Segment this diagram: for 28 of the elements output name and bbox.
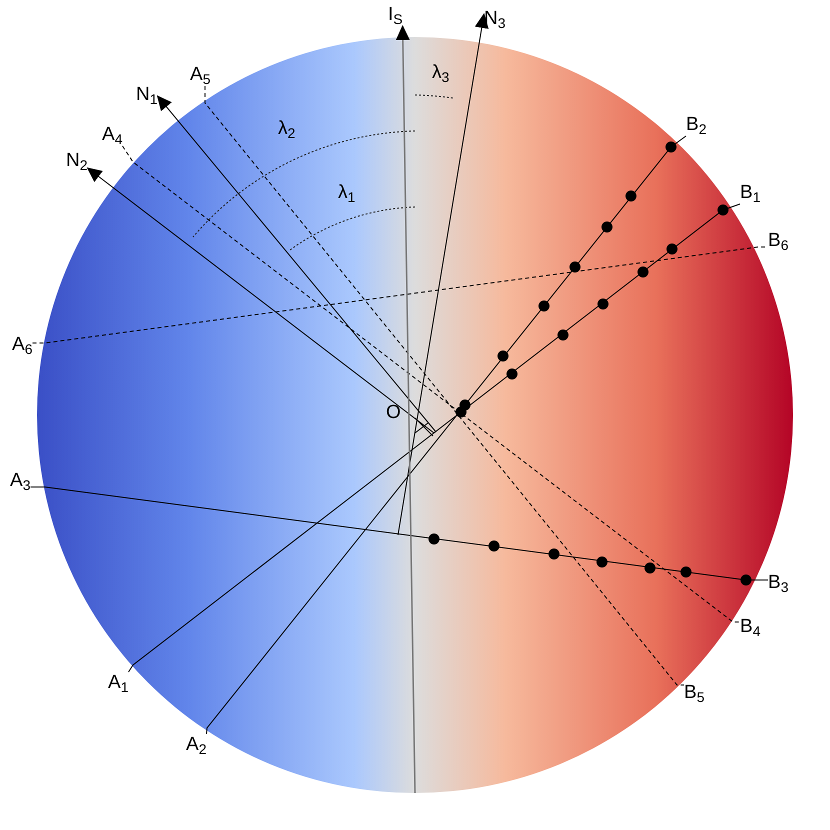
angle-label: λ$_{1}$ [338,182,356,204]
chord-line [128,204,740,672]
chord-line [30,486,768,580]
point-label: I$_{S}$ [388,4,403,26]
chord-line [204,86,684,686]
chord-line [122,146,740,622]
point-label: A$_{5}$ [190,64,210,86]
point-label: A$_{6}$ [12,334,32,356]
point-label: B$_{6}$ [768,230,788,252]
arrow [156,95,436,432]
chord-line [206,136,686,734]
point-label: A$_{2}$ [186,734,206,756]
point-label: B$_{5}$ [684,682,704,704]
arrow [396,25,416,794]
angle-label: O [386,402,401,424]
point-label: A$_{1}$ [108,672,128,694]
arrow [398,13,489,536]
point-label: B$_{1}$ [740,182,760,204]
point-label: B$_{3}$ [768,572,788,594]
point-label: B$_{2}$ [686,114,706,136]
angle-label: λ$_{3}$ [432,62,450,84]
point-label: A$_{3}$ [10,470,30,492]
point-label: B$_{4}$ [740,616,760,638]
angle-label: λ$_{2}$ [278,118,296,140]
point-label: N$_{1}$ [136,84,158,106]
point-label: N$_{2}$ [66,150,88,172]
point-label: A$_{4}$ [102,124,122,146]
arrow [86,167,434,434]
